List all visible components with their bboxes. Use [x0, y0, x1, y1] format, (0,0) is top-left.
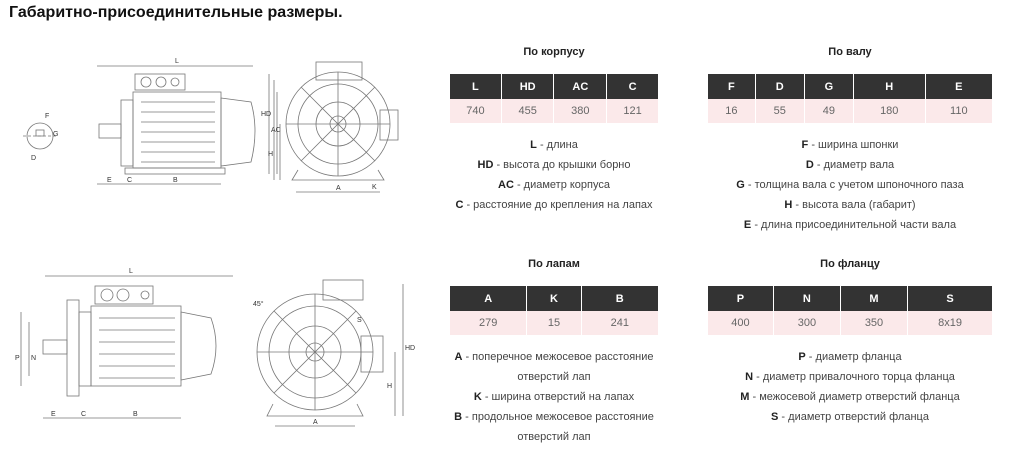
table-cell: 350 [840, 311, 909, 335]
table-header: A [450, 286, 528, 311]
foot-motor-side-drawing: F G D L E C B HD AC [15, 52, 285, 202]
flange-motor-front-drawing: 45° S A HD H [245, 270, 420, 435]
front-h-label: H [268, 151, 273, 158]
table-header: K [526, 286, 582, 311]
section-feet-dimensions: По лапам A K B 279 15 241 A - поперечное… [450, 256, 658, 447]
table-cell: 121 [606, 99, 658, 123]
table-header: AC [553, 74, 608, 99]
dimensions-table: A K B 279 15 241 [450, 286, 658, 335]
flange-h-label: H [387, 383, 392, 390]
dim-f-label: F [45, 113, 49, 120]
table-cell: 16 [708, 99, 756, 123]
section-title: По лапам [528, 258, 580, 270]
legend-item: P - диаметр фланца [798, 351, 902, 363]
legend-list: F - ширина шпонки D - диаметр вала G - т… [708, 135, 992, 235]
flange-hd-label: HD [405, 345, 415, 352]
legend-item: E - длина присоединительной части вала [743, 219, 957, 231]
legend-list: A - поперечное межосевое расстояние отве… [450, 347, 658, 447]
table-header: F [708, 74, 756, 99]
table-cell: 8x19 [907, 311, 992, 335]
table-header: S [907, 286, 992, 311]
legend-item: G - толщина вала с учетом шпоночного паз… [736, 179, 964, 191]
legend-item: D - диаметр вала [805, 159, 895, 171]
section-body-dimensions: По корпусу L HD AC C 740 455 380 121 L -… [450, 44, 658, 215]
table-header: D [755, 74, 805, 99]
legend-item: N - диаметр привалочного торца фланца [745, 371, 955, 383]
table-header: H [853, 74, 926, 99]
section-title: По корпусу [523, 46, 585, 58]
table-header: G [804, 74, 854, 99]
table-header: HD [501, 74, 555, 99]
legend-item: K - ширина отверстий на лапах [473, 391, 635, 403]
legend-list: L - длина HD - высота до крышки борно AC… [450, 135, 658, 215]
dimensions-table: L HD AC C 740 455 380 121 [450, 74, 658, 123]
dim-d-label: D [31, 155, 36, 162]
dimensions-table: F D G H E 16 55 49 180 110 [708, 74, 992, 123]
foot-motor-front-drawing: H A K [268, 52, 418, 202]
dim-b-label: B [173, 177, 178, 184]
flange-a-label: A [313, 419, 318, 426]
flange-angle-label: 45° [253, 300, 264, 308]
flange-c-label: C [81, 411, 86, 418]
legend-item: B - продольное межосевое расстояние [454, 411, 654, 423]
dim-c-label: C [127, 177, 132, 184]
flange-l-label: L [129, 268, 133, 275]
table-header: C [606, 74, 658, 99]
legend-item: M - межосевой диаметр отверстий фланца [740, 391, 960, 403]
table-header: L [450, 74, 502, 99]
table-cell: 49 [804, 99, 854, 123]
flange-motor-side-drawing: L P N E C B [15, 262, 245, 432]
table-header: B [581, 286, 658, 311]
flange-n-label: N [31, 355, 36, 362]
table-cell: 400 [708, 311, 774, 335]
table-header: N [773, 286, 841, 311]
table-cell: 300 [773, 311, 841, 335]
dim-hd-label: HD [261, 111, 271, 118]
flange-p-label: P [15, 355, 20, 362]
table-cell: 279 [450, 311, 528, 335]
table-cell: 55 [755, 99, 805, 123]
legend-item: F - ширина шпонки [801, 139, 899, 151]
section-title: По фланцу [820, 258, 880, 270]
table-header: E [925, 74, 992, 99]
legend-item: отверстий лап [517, 431, 591, 443]
legend-item: AC - диаметр корпуса [498, 179, 610, 191]
table-header: P [708, 286, 774, 311]
table-cell: 15 [526, 311, 582, 335]
flange-b-label: B [133, 411, 138, 418]
dim-l-label: L [175, 58, 179, 65]
legend-item: HD - высота до крышки борно [477, 159, 631, 171]
legend-item: H - высота вала (габарит) [784, 199, 916, 211]
front-a-label: A [336, 185, 341, 192]
table-cell: 180 [853, 99, 926, 123]
section-title: По валу [828, 46, 872, 58]
page-title: Габаритно-присоединительные размеры. [9, 4, 343, 21]
dimensions-table: P N M S 400 300 350 8x19 [708, 286, 992, 335]
dim-ac-label: AC [271, 127, 281, 134]
flange-e-label: E [51, 411, 56, 418]
section-shaft-dimensions: По валу F D G H E 16 55 49 180 110 F - ш… [708, 44, 992, 235]
legend-list: P - диаметр фланца N - диаметр привалочн… [708, 347, 992, 427]
table-header: M [840, 286, 909, 311]
legend-item: C - расстояние до крепления на лапах [455, 199, 653, 211]
legend-item: отверстий лап [517, 371, 591, 383]
table-cell: 380 [553, 99, 608, 123]
legend-item: S - диаметр отверстий фланца [771, 411, 929, 423]
table-cell: 110 [925, 99, 992, 123]
table-cell: 455 [501, 99, 555, 123]
dim-g-label: G [53, 131, 58, 138]
section-flange-dimensions: По фланцу P N M S 400 300 350 8x19 P - д… [708, 256, 992, 427]
legend-item: A - поперечное межосевое расстояние [454, 351, 654, 363]
front-k-label: K [372, 184, 377, 191]
table-cell: 241 [581, 311, 658, 335]
dim-e-label: E [107, 177, 112, 184]
flange-s-label: S [357, 317, 362, 324]
table-cell: 740 [450, 99, 502, 123]
legend-item: L - длина [530, 139, 578, 151]
